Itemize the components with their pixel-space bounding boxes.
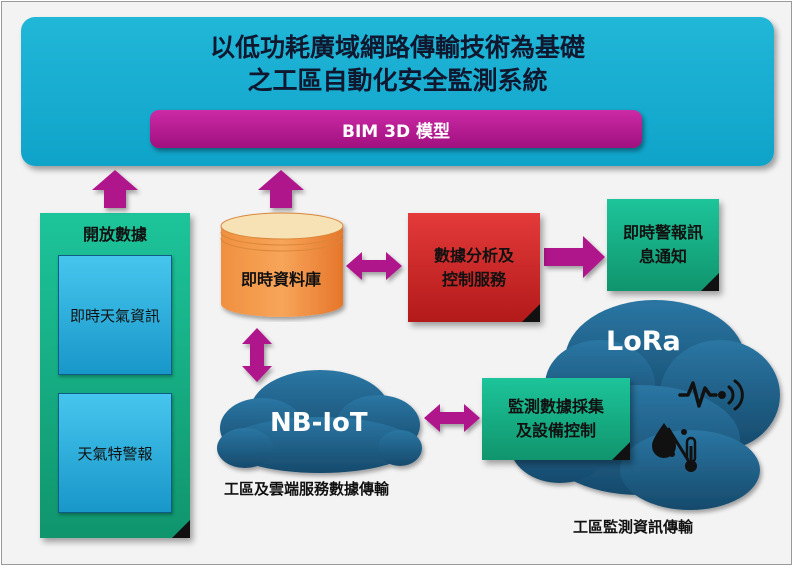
double-arrow-db-analysis xyxy=(346,252,402,280)
double-arrow-nbiot-monitor xyxy=(424,404,480,432)
alert-line1: 即時警報訊 xyxy=(622,223,703,242)
database-label: 即時資料庫 xyxy=(240,270,321,289)
double-arrow-db-nbiot xyxy=(242,328,272,382)
system-title-line2: 之工區自動化安全監測系統 xyxy=(247,66,548,95)
system-title: 以低功耗廣域網路傳輸技術為基礎 之工區自動化安全監測系統 xyxy=(21,31,774,97)
corner-marker xyxy=(172,520,190,538)
lora-label: LoRa xyxy=(606,326,681,357)
nbiot-cloud xyxy=(217,370,422,473)
weather-warning-box: 天氣特警報 xyxy=(58,393,172,513)
bim-model-label: BIM 3D 模型 xyxy=(342,121,450,142)
analysis-line2: 控制服務 xyxy=(441,269,506,289)
analysis-line1: 數據分析及 xyxy=(433,245,514,265)
open-data-panel: 開放數據 即時天氣資訊 天氣特警報 xyxy=(40,213,190,538)
corner-marker xyxy=(612,442,630,460)
vibration-signal-icon xyxy=(678,379,744,411)
monitor-line1: 監測數據採集 xyxy=(507,397,604,416)
realtime-weather-box: 即時天氣資訊 xyxy=(58,255,172,375)
alert-notification-box: 即時警報訊 息通知 xyxy=(607,199,719,291)
realtime-weather-label: 即時天氣資訊 xyxy=(69,306,160,325)
open-data-title: 開放數據 xyxy=(82,225,147,244)
humidity-temperature-icon xyxy=(652,423,697,472)
weather-warning-label: 天氣特警報 xyxy=(77,444,153,463)
alert-line2: 息通知 xyxy=(638,247,687,266)
up-arrow-database xyxy=(258,170,304,208)
up-arrow-open-data xyxy=(92,170,138,208)
nbiot-caption: 工區及雲端服務數據傳輸 xyxy=(224,480,390,498)
database-cylinder xyxy=(220,212,344,317)
corner-marker xyxy=(701,273,719,291)
lora-caption: 工區監測資訊傳輸 xyxy=(573,518,694,536)
nbiot-label: NB-IoT xyxy=(270,408,368,438)
monitor-control-box: 監測數據採集 及設備控制 xyxy=(482,378,630,460)
system-title-line1: 以低功耗廣域網路傳輸技術為基礎 xyxy=(209,33,585,62)
bim-model-bar: BIM 3D 模型 xyxy=(150,110,642,148)
monitor-line2: 及設備控制 xyxy=(515,421,596,440)
corner-marker xyxy=(522,304,540,322)
right-arrow-analysis-alert xyxy=(544,236,605,278)
analysis-service-box: 數據分析及 控制服務 xyxy=(408,213,540,322)
